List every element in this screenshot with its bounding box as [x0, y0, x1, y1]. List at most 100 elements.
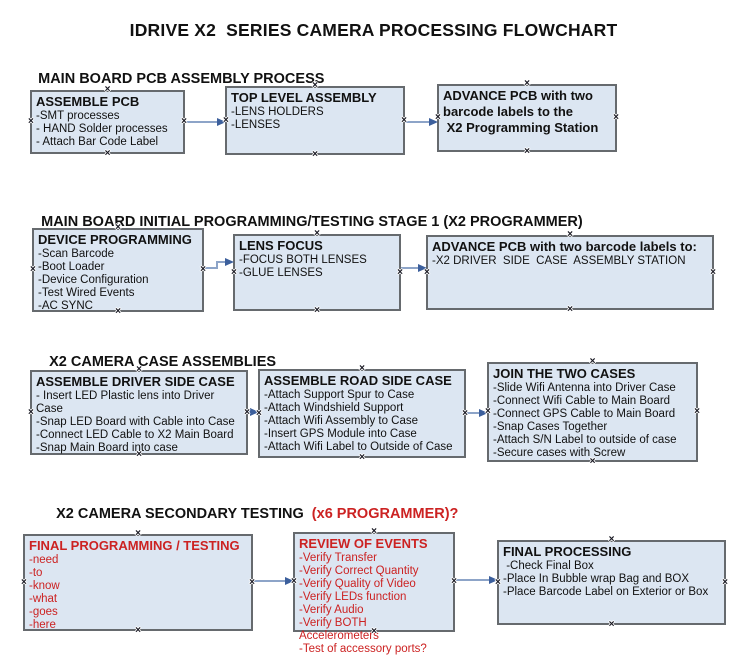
- box-title: TOP LEVEL ASSEMBLY: [231, 90, 377, 105]
- connection-point-icon: ×: [249, 576, 255, 588]
- connection-point-icon: ×: [223, 114, 229, 126]
- box-item: -Check Final Box: [503, 560, 594, 572]
- box-item: -Verify Audio: [299, 604, 364, 616]
- section-heading-red-text: (x6 PROGRAMMER)?: [311, 506, 459, 522]
- box-item: -FOCUS BOTH LENSES: [239, 254, 367, 266]
- box-item: -goes: [29, 606, 58, 618]
- box-item: -Test Wired Events: [38, 287, 135, 299]
- box-item: -need: [29, 554, 59, 566]
- connection-point-icon: ×: [524, 146, 530, 157]
- box-item: -Connect Wifi Cable to Main Board: [493, 395, 671, 407]
- box-item: -AC SYNC: [38, 300, 93, 312]
- box-item: -Device Configuration: [38, 274, 149, 286]
- box-item: - HAND Solder processes: [36, 123, 168, 135]
- connection-point-icon: ×: [21, 576, 27, 588]
- flow-connector: [455, 576, 498, 584]
- flow-connector: [253, 577, 294, 585]
- page-title: IDRIVE X2 SERIES CAMERA PROCESSING FLOWC…: [129, 20, 618, 40]
- box-item: - Insert LED Plastic lens into Driver Ca…: [36, 390, 218, 415]
- box-title: FINAL PROGRAMMING / TESTING: [29, 538, 240, 553]
- box-title: ASSEMBLE ROAD SIDE CASE: [264, 373, 452, 388]
- box-item: -Test of accessory ports?: [299, 643, 427, 655]
- section-heading-secondary-testing: X2 CAMERA SECONDARY TESTING (x6 PROGRAMM…: [40, 490, 458, 538]
- box-item: -Slide Wifi Antenna into Driver Case: [493, 382, 676, 394]
- box-item: -Snap Cases Together: [493, 421, 608, 433]
- connection-point-icon: ×: [613, 112, 619, 123]
- box-item: -what: [29, 593, 58, 605]
- box-item: -Verify BOTH Accelerometers: [299, 617, 379, 642]
- box-item: - Attach Bar Code Label: [36, 136, 159, 148]
- connection-point-icon: ×: [462, 407, 468, 419]
- flow-box-assemble-road-side-case: × × × × ASSEMBLE ROAD SIDE CASE -Attach …: [256, 364, 468, 463]
- box-item: -Snap LED Board with Cable into Case: [36, 416, 235, 428]
- connection-point-icon: ×: [435, 112, 441, 123]
- flow-box-advance-pcb-driver-side: × × × × ADVANCE PCB with two barcode lab…: [424, 230, 716, 315]
- flow-box-join-the-two-cases: × × × × JOIN THE TWO CASES -Slide Wifi A…: [485, 357, 700, 467]
- connection-point-icon: ×: [710, 266, 716, 278]
- flow-connector: [405, 118, 438, 126]
- connection-point-icon: ×: [401, 114, 407, 126]
- box-item: -Verify Correct Quantity: [299, 565, 419, 577]
- box-item: -Verify Transfer: [299, 552, 377, 564]
- connection-point-icon: ×: [495, 576, 501, 588]
- section-heading-text: X2 CAMERA CASE ASSEMBLIES: [49, 354, 277, 370]
- box-item: -LENS HOLDERS: [231, 106, 324, 118]
- box-title: DEVICE PROGRAMMING: [38, 232, 192, 247]
- box-title: JOIN THE TWO CASES: [493, 366, 636, 381]
- connection-point-icon: ×: [291, 576, 297, 587]
- flow-connector: [204, 258, 234, 269]
- section-heading-text: MAIN BOARD PCB ASSEMBLY PROCESS: [38, 71, 325, 87]
- connection-point-icon: ×: [28, 406, 34, 418]
- flow-box-device-programming: × × × × DEVICE PROGRAMMING -Scan Barcode…: [30, 223, 206, 317]
- box-item: -X2 DRIVER SIDE CASE ASSEMBLY STATION: [432, 255, 686, 267]
- box-item: -Attach S/N Label to outside of case: [493, 434, 677, 446]
- box-item: -GLUE LENSES: [239, 267, 323, 279]
- connection-point-icon: ×: [608, 619, 615, 630]
- box-title: REVIEW OF EVENTS: [299, 536, 428, 551]
- connection-point-icon: ×: [200, 264, 206, 275]
- connection-point-icon: ×: [231, 266, 237, 278]
- box-item: -LENSES: [231, 119, 281, 131]
- connection-point-icon: ×: [359, 452, 365, 463]
- box-title: ADVANCE PCB with two barcode labels to t…: [443, 88, 599, 135]
- box-item: -Connect LED Cable to X2 Main Board: [36, 429, 234, 441]
- box-title: ASSEMBLE PCB: [36, 94, 140, 109]
- flow-connector: [185, 118, 226, 126]
- box-item: -SMT processes: [36, 110, 120, 122]
- flow-connector: [466, 409, 488, 417]
- section-heading-text: X2 CAMERA SECONDARY TESTING: [56, 506, 312, 522]
- flow-connector: [401, 264, 427, 272]
- box-item: -Attach Windshield Support: [264, 402, 404, 414]
- flow-box-top-level-assembly: × × × × TOP LEVEL ASSEMBLY -LENS HOLDERS…: [223, 81, 407, 160]
- connection-point-icon: ×: [694, 406, 700, 417]
- box-item: -Connect GPS Cable to Main Board: [493, 408, 676, 420]
- box-item: -Place In Bubble wrap Bag and BOX: [503, 573, 690, 585]
- section-heading-pcb-assembly: MAIN BOARD PCB ASSEMBLY PROCESS: [22, 55, 324, 103]
- box-item: -know: [29, 580, 60, 592]
- box-item: -Attach Wifi Label to Outside of Case: [264, 441, 453, 453]
- box-item: -Verify Quality of Video: [299, 578, 416, 590]
- connection-point-icon: ×: [314, 305, 320, 316]
- flow-box-assemble-pcb: × × × × ASSEMBLE PCB -SMT processes - HA…: [28, 85, 187, 159]
- connection-point-icon: ×: [181, 116, 187, 127]
- box-item: -Secure cases with Screw: [493, 447, 626, 459]
- flow-box-review-of-events: × × × × REVIEW OF EVENTS -Verify Transfe…: [291, 527, 457, 656]
- connection-point-icon: ×: [451, 576, 457, 587]
- connection-point-icon: ×: [30, 264, 36, 275]
- flow-box-advance-pcb-programming-station: × × × × ADVANCE PCB with two barcode lab…: [435, 79, 619, 157]
- box-item: -here: [29, 619, 56, 631]
- flow-box-lens-focus: × × × × LENS FOCUS -FOCUS BOTH LENSES -G…: [231, 229, 403, 316]
- box-title: FINAL PROCESSING: [503, 544, 632, 559]
- flow-box-final-processing: × × × × FINAL PROCESSING -Check Final Bo…: [495, 535, 728, 630]
- connection-point-icon: ×: [485, 406, 491, 417]
- connection-point-icon: ×: [722, 576, 728, 588]
- connection-point-icon: ×: [256, 407, 262, 419]
- box-item: -Place Barcode Label on Exterior or Box: [503, 586, 709, 598]
- flow-box-final-programming-testing: × × × × FINAL PROGRAMMING / TESTING -nee…: [21, 529, 255, 636]
- connection-point-icon: ×: [312, 149, 318, 160]
- box-item: -Insert GPS Module into Case: [264, 428, 417, 440]
- box-item: -Attach Wifi Assembly to Case: [264, 415, 419, 427]
- section-heading-initial-programming: MAIN BOARD INITIAL PROGRAMMING/TESTING S…: [25, 198, 583, 246]
- section-heading-case-assemblies: X2 CAMERA CASE ASSEMBLIES: [33, 338, 276, 386]
